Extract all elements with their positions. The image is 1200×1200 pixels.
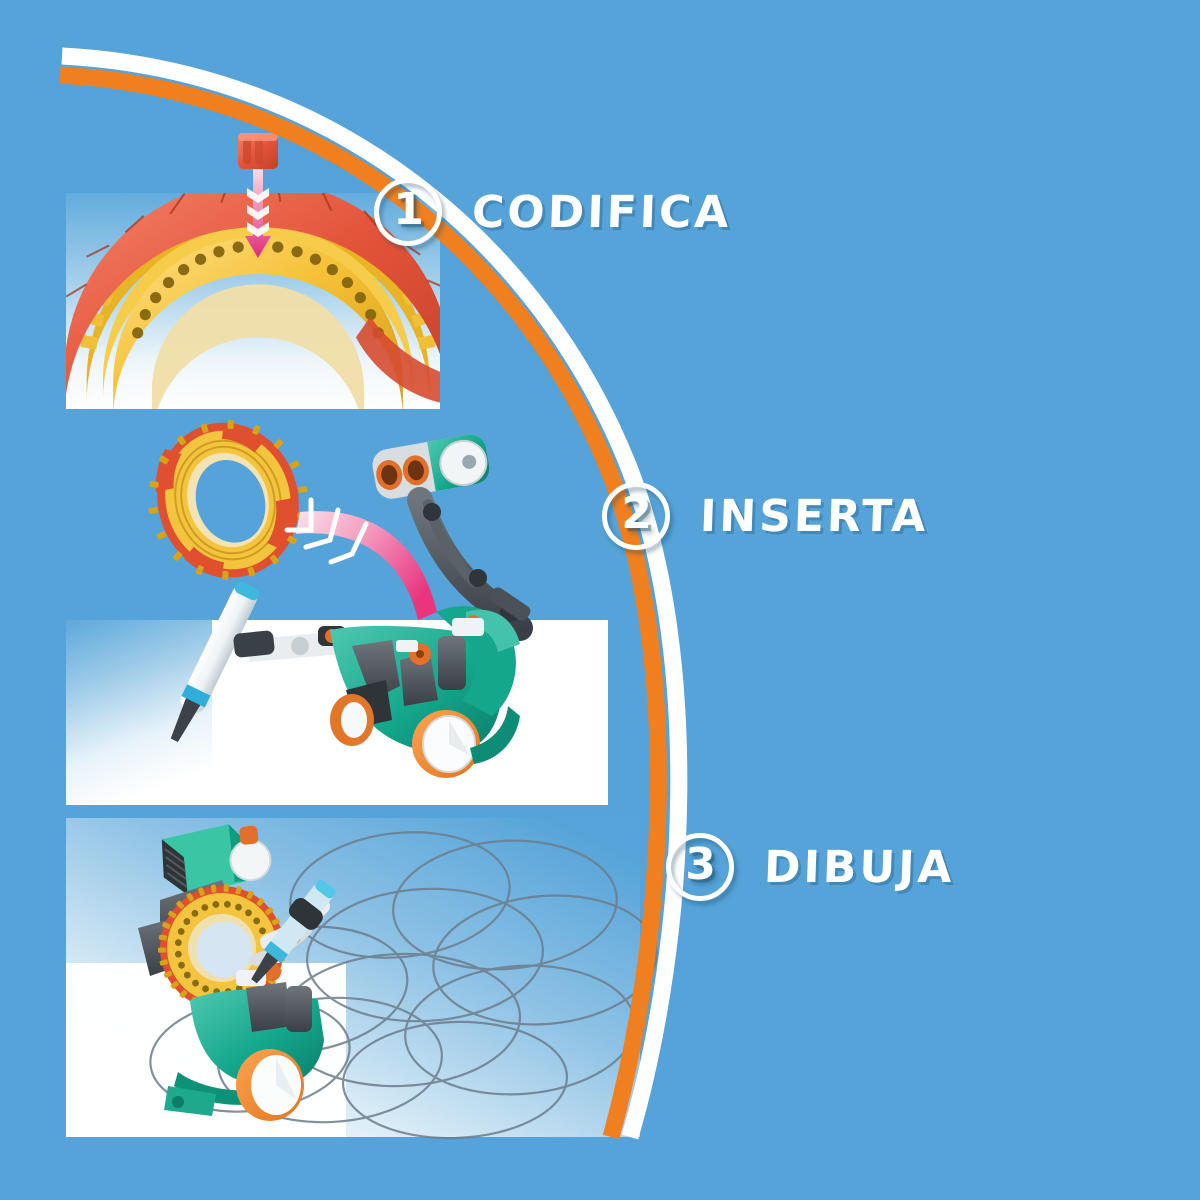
panel-step-2-right [212,620,608,805]
step-1[interactable]: 1 CODIFICA [374,178,733,246]
coding-disc-insert-arrow-down [238,133,278,258]
step-3[interactable]: 3 DIBUJA [666,833,955,901]
step-label: CODIFICA [471,186,733,238]
panel-step-3-large [66,818,640,1137]
step-circle-icon: 2 [602,482,670,550]
step-number: 2 [621,488,652,539]
step-circle-icon: 1 [374,178,442,246]
step-2-illustration [148,419,533,778]
step-circle-icon: 3 [666,833,734,901]
panel-step-3-small [66,963,346,1137]
robot-arm-with-sensor-head [372,434,533,641]
robot-drawing-with-marker-pen-step2 [170,582,520,778]
step-label: INSERTA [699,490,930,542]
panel-step-3 [66,818,658,1140]
step-2[interactable]: 2 INSERTA [602,482,929,550]
step-label: DIBUJA [763,841,956,893]
step-number: 1 [393,184,424,235]
robot-drawing-with-marker-pen-step3 [138,824,336,1121]
insert-arrow-curved-pink [284,497,437,620]
step-number: 3 [685,839,716,890]
panel-step-2-left [66,620,212,805]
panel-step-2 [66,620,608,805]
drawn-circles-pattern [149,831,658,1140]
